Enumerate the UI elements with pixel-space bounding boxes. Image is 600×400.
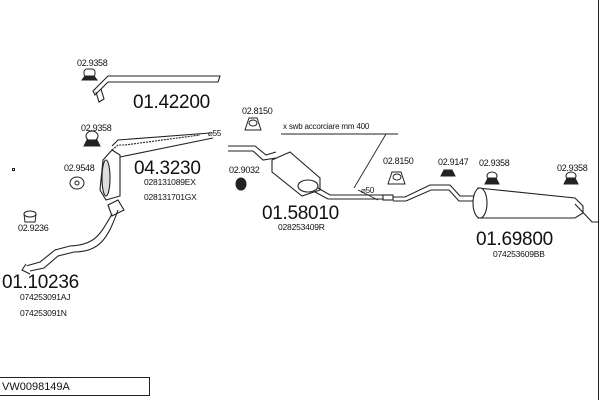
clamp-icon	[440, 169, 456, 177]
center-pipe-size: ⌀50	[361, 186, 375, 195]
center-gasket-number: 02.9032	[229, 165, 260, 175]
catalyst-number: 04.3230	[134, 158, 201, 179]
gasket-icon	[69, 176, 85, 190]
center-silencer-oem: 028253409R	[278, 222, 325, 232]
mount-icon	[244, 117, 262, 131]
front-pipe-drawing	[21, 199, 125, 275]
clamp-icon	[83, 130, 101, 147]
clamp-icon	[484, 171, 500, 185]
clamp-icon	[563, 171, 579, 185]
mid-pipe-upper-number: 01.42200	[133, 92, 210, 113]
center-mount-number: 02.8150	[242, 106, 273, 116]
catalyst-clamp-number: 02.9358	[81, 123, 112, 133]
clamp-icon	[81, 68, 98, 81]
front-gasket-2-number: 02.9236	[18, 223, 49, 233]
mid-pipe-upper-drawing	[92, 75, 221, 103]
diagram-code: VW0098149A	[2, 381, 70, 393]
front-pipe-number: 01.10236	[2, 272, 79, 293]
gasket-icon	[23, 210, 37, 223]
rear-silencer-number: 01.69800	[476, 229, 553, 250]
center-silencer-number: 01.58010	[262, 203, 339, 224]
rear-clamp-1-number: 02.9147	[438, 157, 469, 167]
catalyst-oem-1: 028131089EX	[144, 177, 196, 187]
shorten-note-bracket	[281, 133, 398, 201]
center-silencer-drawing	[228, 145, 394, 201]
catalyst-oem-2: 028131701GX	[144, 192, 197, 202]
rear-silencer-oem: 074253609BB	[493, 249, 545, 259]
mount-icon	[387, 171, 406, 185]
clamp-part-number: 02.9358	[77, 58, 108, 68]
rear-mount-number: 02.8150	[383, 156, 414, 166]
diagram-code-box: VW0098149A	[0, 377, 150, 396]
catalyst-drawing	[99, 132, 214, 201]
rear-clamp-3-number: 02.9358	[557, 163, 588, 173]
marker-dot	[12, 168, 15, 171]
front-gasket-1-number: 02.9548	[64, 163, 95, 173]
front-pipe-oem-2: 074253091N	[20, 308, 67, 318]
gasket-icon	[235, 177, 247, 191]
rear-clamp-2-number: 02.9358	[479, 158, 510, 168]
rear-silencer-drawing	[393, 184, 598, 223]
frame-right-border	[598, 0, 599, 400]
front-pipe-oem-1: 074253091AJ	[20, 292, 71, 302]
shorten-note: x swb accorciare mm 400	[283, 122, 370, 131]
catalyst-pipe-size: ⌀55	[208, 129, 222, 138]
